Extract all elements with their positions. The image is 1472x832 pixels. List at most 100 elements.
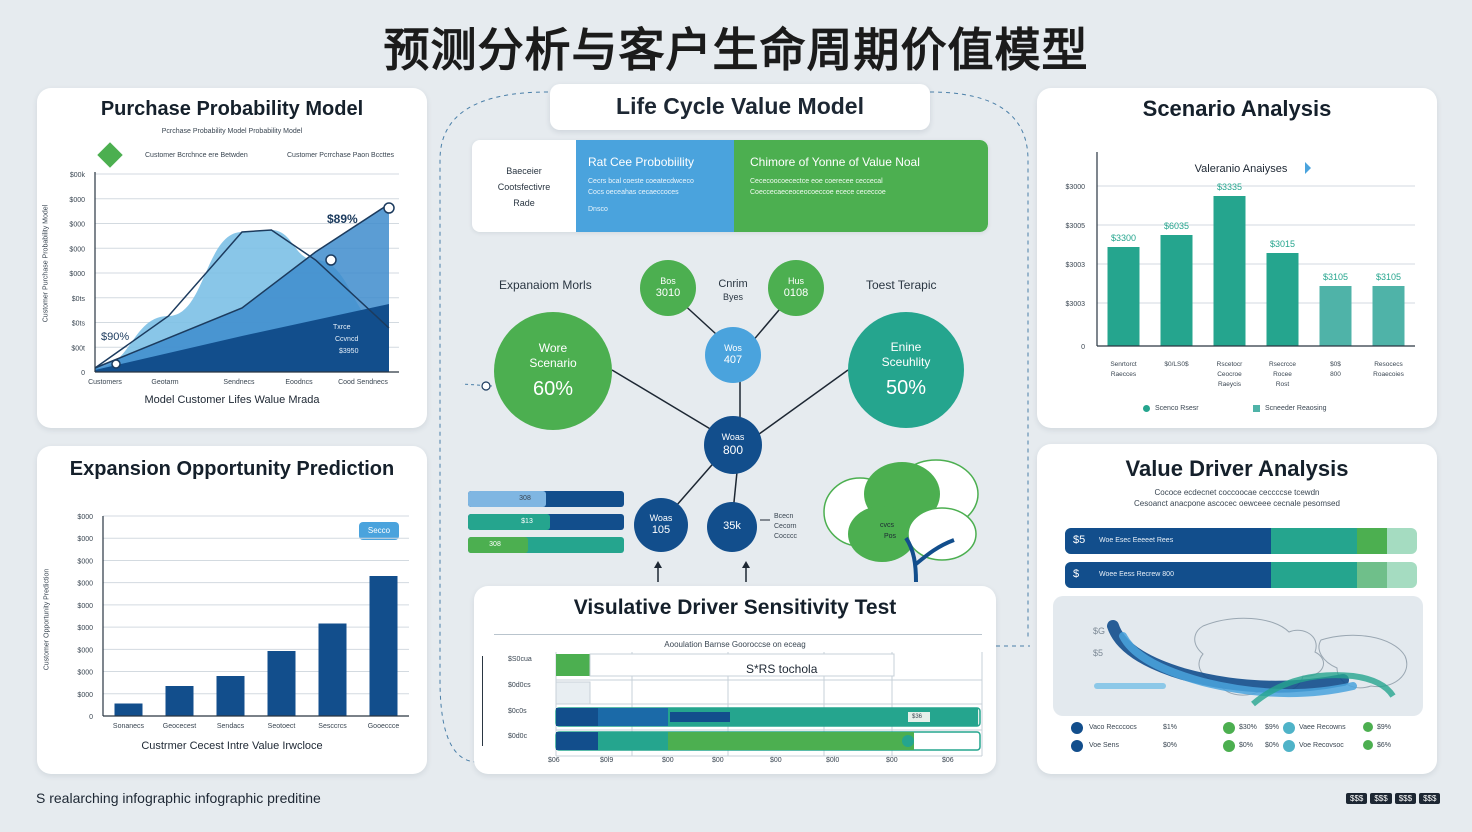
node-center-top-label: Wos — [724, 342, 742, 353]
footer-badges: $$$ $$$ $$$ $$$ — [1346, 793, 1441, 804]
sensitivity-row-1-label: $S0cua — [508, 656, 532, 663]
expansion-y-tick: $000 — [77, 514, 93, 521]
scenario-x-tick: Roaecoies — [1373, 371, 1404, 378]
scenario-legend-1-swatch — [1143, 405, 1150, 412]
driver-legend-6-value: $6% — [1377, 742, 1392, 749]
driver-legend-2-value: $0% — [1163, 742, 1178, 749]
scenario-bar — [1372, 286, 1405, 346]
lifecycle-left-label: Expanaiom Morls — [499, 278, 592, 292]
expansion-badge — [359, 522, 399, 540]
purchase-line-series-1 — [94, 229, 390, 369]
scenario-x-tick: $0/LS0$ — [1164, 361, 1189, 368]
node-top-right-label: Hus — [787, 275, 804, 286]
scenario-x-tick: Raeycis — [1218, 381, 1242, 388]
lifecycle-bottom-note-1: Bcecn — [774, 513, 794, 520]
purchase-x-tick: Sendnecs — [223, 379, 255, 386]
node-bottom-left: Woas 105 — [634, 498, 688, 552]
driver-legend-1-value: $1% — [1163, 724, 1178, 731]
sensitivity-highlight-marker — [556, 654, 590, 676]
driver-legend-6-label: Voe Recovsoc — [1299, 742, 1344, 749]
tree-illustration — [823, 459, 979, 583]
driver-map-area — [1053, 596, 1423, 716]
purchase-x-tick: Eoodncs — [285, 379, 313, 386]
footer-badge-2: $$$ — [1370, 793, 1392, 804]
scenario-bar — [1319, 286, 1352, 346]
expansion-x-tick: Sesccrcs — [318, 723, 347, 730]
lifecycle-header-mid-body-2: Cocs oeceahas cecaeccoces — [588, 189, 679, 196]
driver-bar-2-icon: $ — [1073, 568, 1080, 580]
node-left-big-label: Wore — [538, 340, 568, 355]
lifecycle-header-left-3: Rade — [513, 198, 535, 208]
purchase-peak-annotation: $89% — [327, 212, 358, 226]
sensitivity-xtick-5: $00 — [770, 757, 782, 764]
expansion-bar — [267, 651, 296, 716]
lifecycle-header-mid-body-1: Cecrs bcal coeste coeatecdwceco — [588, 178, 694, 185]
expansion-x-tick: Geocecest — [163, 723, 197, 730]
purchase-start-annotation: $90% — [101, 331, 130, 343]
purchase-y-tick: $00t — [71, 345, 85, 352]
driver-legend-7-dot — [1363, 722, 1373, 732]
driver-bar-2-green — [1357, 562, 1387, 588]
purchase-line-series-2 — [94, 203, 390, 369]
scenario-value-label: $3105 — [1323, 272, 1348, 282]
scenario-x-tick: Raecces — [1111, 371, 1137, 378]
purchase-legend-1: Customer Bcrchnce ere Betwden — [145, 152, 248, 159]
driver-bar-2 — [1065, 562, 1417, 588]
driver-bar-1-green — [1357, 528, 1387, 554]
lifecycle-header-card — [472, 140, 988, 232]
scenario-x-tick: Rscetocr — [1217, 361, 1243, 368]
driver-legend-4-dot — [1223, 740, 1235, 752]
expansion-x-tick: Gooeccce — [368, 723, 400, 730]
tree-label-1: cvcs — [880, 522, 894, 529]
lifecycle-header-left-1: Baeceier — [506, 166, 542, 176]
sensitivity-subtitle-rule — [494, 634, 982, 635]
purchase-y-tick: $000 — [69, 246, 85, 253]
footer-badge-3: $$$ — [1394, 793, 1417, 804]
scenario-y-tick: $3000 — [1066, 184, 1086, 191]
scenario-x-tick: $0$ — [1330, 361, 1341, 368]
scenario-y-tick: $3005 — [1066, 223, 1086, 230]
purchase-inner-label-3: $3950 — [339, 348, 359, 355]
expansion-panel-title: Expansion Opportunity Prediction — [69, 458, 395, 480]
lifecycle-header-right-block — [734, 140, 988, 232]
sensitivity-bar-label: $36 — [912, 714, 923, 720]
lifecycle-header-mid-title: Rat Cee Probobiility — [588, 155, 695, 169]
driver-bar-1-teal — [1271, 528, 1357, 554]
node-top-right: Hus 0108 — [768, 260, 824, 316]
sensitivity-xtick-4: $00 — [712, 757, 724, 764]
lifecycle-bar-3-label: 308 — [489, 541, 501, 548]
driver-bar-1-label: Woe Esec Eeeeet Rees — [1099, 537, 1174, 544]
expansion-y-tick: $000 — [77, 692, 93, 699]
node-left-big: Wore Scenario 60% — [494, 312, 612, 430]
scenario-value-label: $6035 — [1164, 221, 1189, 231]
node-right-big-sub: Sceuhlity — [881, 354, 931, 369]
driver-legend-2-label: Voe Sens — [1089, 742, 1119, 749]
scenario-title: Scenario Analysis — [1142, 96, 1332, 121]
expansion-panel: Expansion Opportunity Prediction Secco C… — [37, 446, 427, 774]
purchase-panel-subtitle: Pcrchase Probability Model Probability M… — [161, 128, 303, 135]
expansion-y-tick: $000 — [77, 603, 93, 610]
scenario-legend-2: Scneeder Reaosing — [1265, 405, 1327, 412]
node-bottom-mid: 35k — [707, 502, 757, 552]
expansion-x-axis-label: Custrmer Cecest Intre Value Irwcloce — [141, 740, 323, 752]
scenario-legend-2-swatch — [1253, 405, 1260, 412]
purchase-marker-end — [383, 202, 395, 214]
purchase-legend-2: Customer Pcrrchase Paon Bccttes — [287, 152, 394, 159]
scenario-legend-1: Scenco Rsesr — [1155, 405, 1199, 412]
lifecycle-bar-1-label: 308 — [519, 495, 531, 502]
expansion-y-tick: $000 — [77, 625, 93, 632]
value-driver-subtitle-1: Cococe ecdecnet coccoocae ceccccse tcewd… — [1154, 488, 1320, 497]
lifecycle-title-box — [550, 84, 930, 130]
expansion-bar — [318, 623, 347, 716]
sensitivity-bar-4-green — [668, 732, 914, 750]
lifecycle-right-label: Toest Terapic — [866, 278, 937, 292]
footer-badge-4: $$$ — [1419, 793, 1441, 804]
scenario-bar — [1266, 253, 1299, 346]
purchase-probability-panel: Purchase Probability Model Pcrchase Prob… — [37, 88, 427, 428]
lifecycle-bottom-note-3: Cocccc — [774, 533, 797, 540]
sensitivity-xtick-1: $06 — [548, 757, 560, 764]
scenario-value-label: $3300 — [1111, 233, 1136, 243]
lifecycle-header-right-body-1: Cececoocoecectce eoe coerecee ceccecal — [750, 178, 883, 185]
